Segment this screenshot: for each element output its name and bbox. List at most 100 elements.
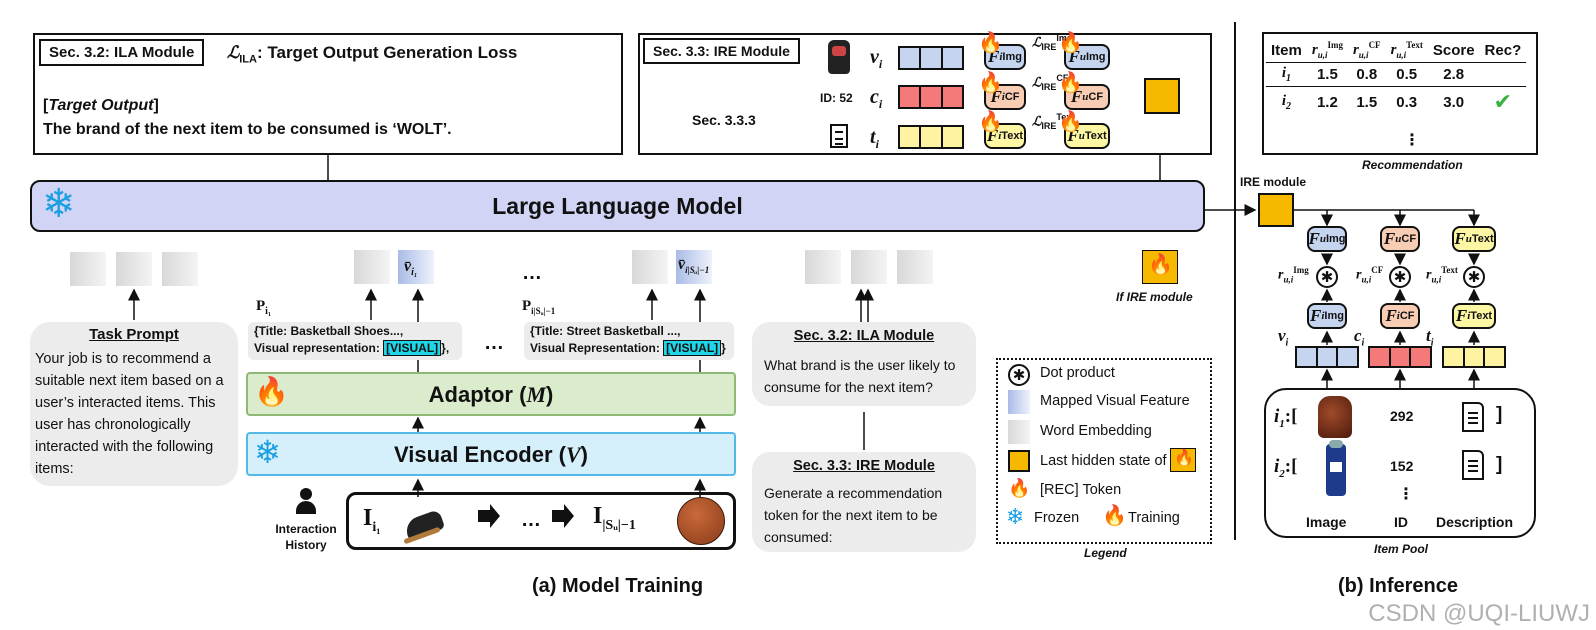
sec-333-label: Sec. 3.3.3 — [692, 112, 756, 128]
caption-model-training: (a) Model Training — [532, 575, 704, 597]
text-token-block — [898, 125, 964, 149]
document-icon — [830, 124, 848, 148]
inf-var-c: ci — [1354, 326, 1365, 349]
snowflake-icon: ❄ — [254, 434, 281, 470]
pool-vdots: ⋮ — [1398, 486, 1414, 503]
ila-prompt-panel: Sec. 3.2: ILA Module What brand is the u… — [752, 322, 976, 406]
adaptor-bar: 🔥 Adaptor (M) — [246, 372, 736, 416]
interaction-history-label: Interaction History — [275, 522, 337, 552]
pool-col-description: Description — [1436, 514, 1514, 530]
ila-loss-label: ℒILA: Target Output Generation Loss — [227, 43, 518, 66]
word-embedding-icon — [1008, 420, 1030, 444]
inf-var-v: vi — [1278, 326, 1289, 349]
vbar-last-label: v̄i|Sᵤ|−1 — [678, 256, 710, 276]
inf-var-t: ti — [1426, 326, 1434, 349]
table-row: i2 1.2 1.5 0.3 3.0 ✔ — [1266, 87, 1526, 118]
word-embedding-token — [70, 252, 106, 286]
ire-section-tag: Sec. 3.3: IRE Module — [643, 38, 800, 64]
mapped-visual-icon — [1008, 390, 1030, 414]
p-i1-label: Pi₁ — [256, 298, 271, 317]
word-embedding-token — [162, 252, 198, 286]
training-label: Training — [1128, 510, 1180, 526]
adaptor-label: Adaptor (M) — [428, 382, 554, 407]
ellipsis-top: … — [522, 262, 542, 284]
r-img-label: ru,iImg — [1278, 265, 1309, 285]
document-icon — [1462, 402, 1484, 432]
rec-token-box: 🔥 — [1142, 250, 1178, 284]
llm-bar: ❄ Large Language Model — [30, 180, 1205, 232]
flame-icon: 🔥 — [1102, 505, 1127, 527]
mapped-visual-token — [398, 250, 434, 284]
loss-ire-text: ℒIREText — [1032, 112, 1075, 131]
mapped-visual-token — [676, 250, 712, 284]
ire-module-label: IRE module — [1240, 175, 1307, 189]
user-icon — [296, 488, 316, 516]
inference-cf-token — [1368, 346, 1432, 368]
recommendation-table: Item ru,iImg ru,iCF ru,iText Score Rec? … — [1266, 38, 1527, 118]
p-last-label: Pi|Sᵤ|−1 — [522, 298, 556, 316]
dot-product-icon: ✱ — [1316, 266, 1338, 288]
cf-token-block — [898, 85, 964, 109]
rec-token-icon: 🔥 — [1170, 448, 1196, 472]
check-icon: ✔ — [1493, 89, 1513, 114]
seq-ellipsis: … — [521, 509, 541, 531]
table-header-row: Item ru,iImg ru,iCF ru,iText Score Rec? — [1266, 38, 1527, 63]
backpack-icon — [828, 40, 850, 74]
recommendation-table-panel: Item ru,iImg ru,iCF ru,iText Score Rec? … — [1262, 32, 1538, 155]
ila-output-panel: Sec. 3.2: ILA Module ℒILA: Target Output… — [33, 33, 623, 155]
ire-prompt-title: Sec. 3.3: IRE Module — [793, 458, 935, 474]
word-embedding-token — [897, 250, 933, 284]
vbar-i1-label: v̄i₁ — [404, 258, 418, 279]
table-row: i1 1.5 0.8 0.5 2.8 — [1266, 63, 1527, 87]
hidden-state-icon — [1008, 450, 1030, 472]
ellipsis-mid: … — [484, 332, 504, 354]
var-v-label: vi — [870, 46, 883, 71]
rec-token-flame-icon: 🔥 — [1008, 478, 1031, 498]
ila-section-tag: Sec. 3.2: ILA Module — [39, 39, 205, 66]
flame-icon: 🔥 — [1058, 72, 1083, 94]
interaction-sequence: Ii₁ … I|Sᵤ|−1 — [346, 492, 736, 550]
visual-encoder-label: Visual Encoder (V) — [394, 442, 588, 467]
shoe-image — [401, 501, 446, 545]
word-embedding-token — [116, 252, 152, 286]
backpack-image — [1318, 396, 1352, 438]
seq-last-label: I|Sᵤ|−1 — [593, 503, 636, 533]
word-embedding-token — [805, 250, 841, 284]
flame-icon: 🔥 — [978, 32, 1003, 54]
watermark: CSDN @UQI-LIUWJ — [1368, 600, 1590, 627]
loss-ire-img: ℒIREImg — [1032, 33, 1073, 52]
inference-img-token — [1295, 346, 1359, 368]
task-prompt-title: Task Prompt — [89, 326, 179, 343]
dot-product-icon: ✱ — [1008, 364, 1030, 386]
flame-icon: 🔥 — [254, 376, 289, 407]
pool-item-1-id: 292 — [1390, 408, 1414, 424]
p-i1-prompt: {Title: Basketball Shoes..., Visual repr… — [248, 322, 462, 360]
snowflake-icon: ❄ — [42, 182, 76, 226]
word-embedding-token — [851, 250, 887, 284]
snowflake-icon: ❄ — [1006, 504, 1025, 529]
pool-item-2-id: 152 — [1390, 458, 1414, 474]
ila-prompt-title: Sec. 3.2: ILA Module — [793, 328, 935, 344]
table-vdots: ⋮ — [1404, 132, 1420, 149]
if-ire-label: If IRE module — [1116, 290, 1193, 304]
visual-encoder-bar: ❄ Visual Encoder (V) — [246, 432, 736, 476]
caption-inference: (b) Inference — [1338, 575, 1459, 597]
bottle-image — [1326, 440, 1346, 496]
target-output-label: [Target Output] — [43, 97, 159, 114]
frozen-label: Frozen — [1034, 510, 1080, 526]
inference-text-token — [1442, 346, 1506, 368]
var-c-label: ci — [870, 86, 883, 111]
r-text-label: ru,iText — [1426, 265, 1458, 285]
hidden-state-box — [1144, 78, 1180, 114]
